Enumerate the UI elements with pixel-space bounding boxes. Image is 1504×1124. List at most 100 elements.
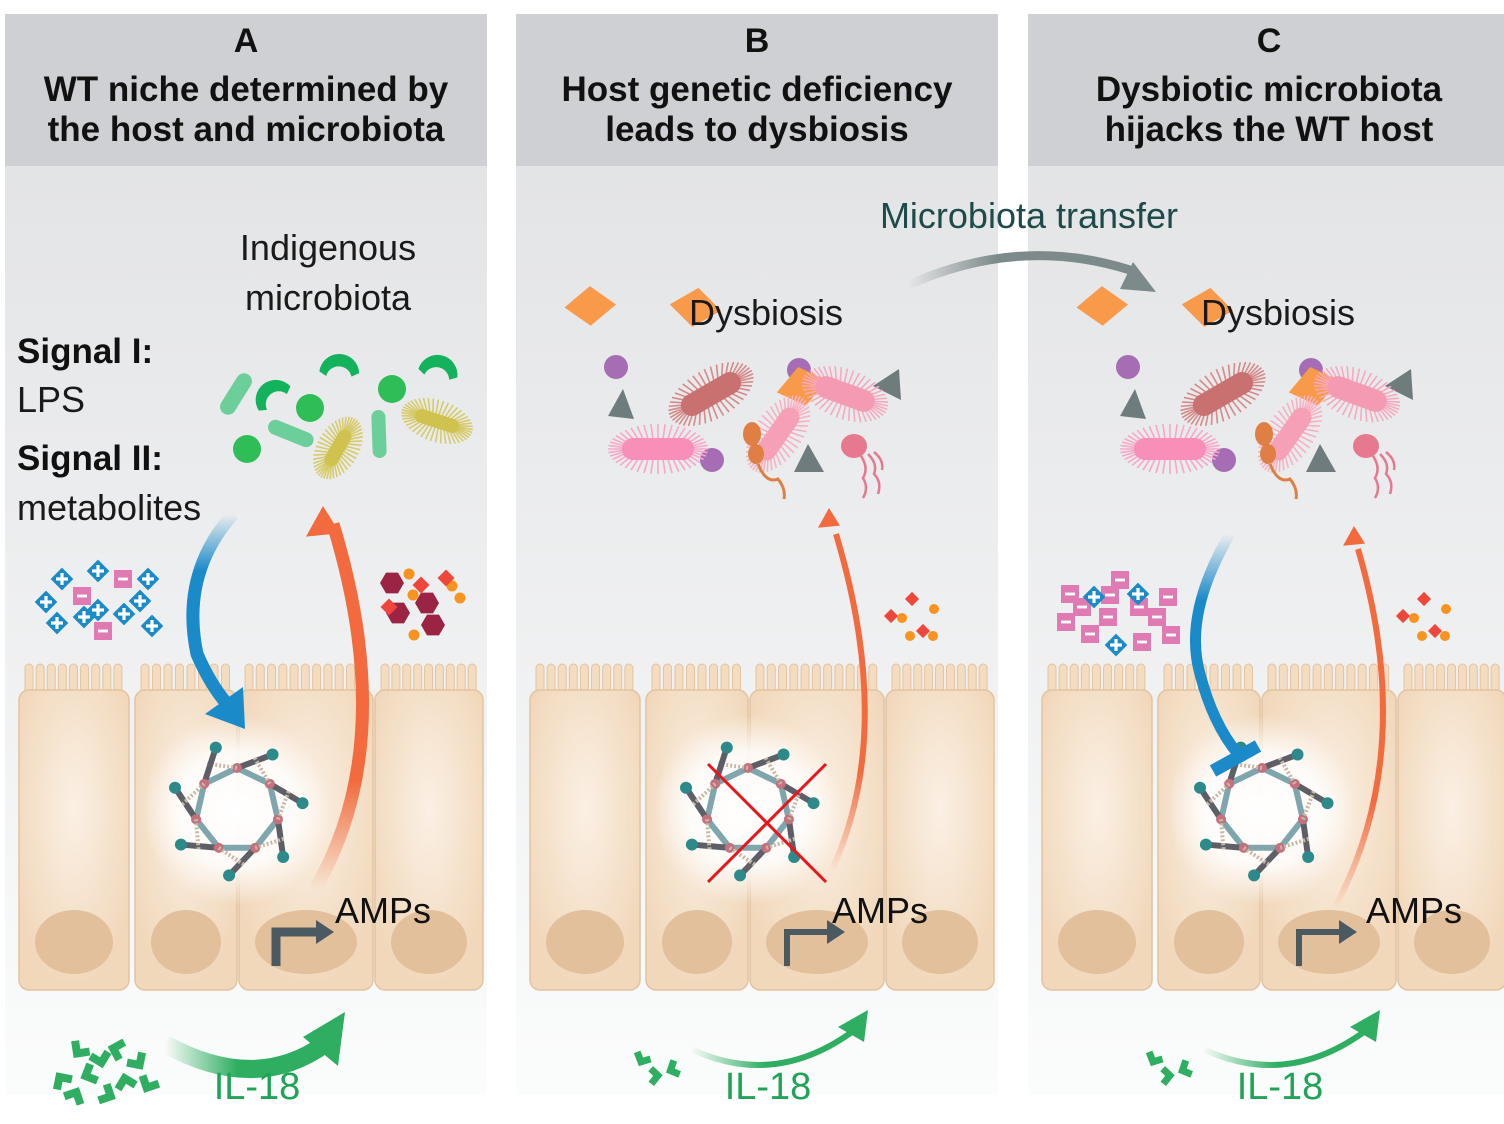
- metabolite-cluster-right: [1395, 591, 1451, 641]
- pro-il18-fragment-icon: [88, 1049, 112, 1069]
- pro-il18-fragment-icon: [633, 1050, 652, 1067]
- bacterium-icon: [1313, 365, 1401, 423]
- spirochete-bacterium-icon: [1255, 422, 1298, 500]
- minus-square-icon: [1111, 571, 1129, 589]
- nucleus: [391, 910, 467, 974]
- nucleus: [662, 910, 732, 974]
- panel-header: [1028, 14, 1504, 166]
- crescent-bacterium-icon: [319, 353, 360, 377]
- microbiota-label-line-2: microbiota: [245, 277, 412, 318]
- epithelial-cell: [1041, 663, 1153, 991]
- gray-triangle-icon: [794, 444, 824, 472]
- orange-dot-metabolite-icon: [929, 604, 939, 614]
- purple-cocci-icon: [700, 448, 724, 472]
- minus-square-icon: [1101, 586, 1119, 604]
- signal-1-value: LPS: [17, 379, 85, 420]
- rod-bacterium-icon: [371, 410, 387, 458]
- amp-secretion-arrow: [818, 508, 868, 874]
- cell-body: [18, 689, 130, 991]
- inflammasome-icon: [169, 741, 309, 882]
- orange-dot-metabolite-icon: [454, 592, 466, 604]
- bacterium-icon: [312, 416, 364, 480]
- cell-body: [1041, 689, 1153, 991]
- nucleus: [1414, 910, 1490, 974]
- epithelial-cell: [374, 663, 484, 991]
- bacterium-icon: [401, 397, 473, 445]
- signal-activation-arrow: [186, 509, 245, 729]
- il18-arrow: [1201, 1010, 1380, 1068]
- minus-square-icon: [1148, 608, 1166, 626]
- pro-il18-fragment-icon: [114, 1072, 138, 1092]
- orange-dot-metabolite-icon: [897, 613, 907, 623]
- spirochete-bacterium-icon: [743, 422, 786, 500]
- flagellate-bacterium-icon: [1353, 434, 1396, 499]
- inflammasome-glow: [1167, 715, 1357, 905]
- microbiota-transfer-label: Microbiota transfer: [880, 195, 1178, 236]
- epithelial-cell: [1397, 663, 1504, 991]
- orange-diamond-icon: [1076, 286, 1129, 326]
- panel-header: [5, 14, 487, 166]
- orange-dot-metabolite-icon: [1441, 604, 1451, 614]
- amp-secretion-arrow: [1331, 526, 1386, 911]
- bacterium-icon: [668, 361, 754, 427]
- orange-diamond-icon: [564, 286, 617, 326]
- flagellate-bacterium-icon: [841, 434, 884, 499]
- bacterium-icon: [1120, 424, 1220, 474]
- panel-title-line-1: Host genetic deficiency: [562, 70, 953, 109]
- bacterium-icon: [608, 424, 708, 474]
- nucleus: [1174, 910, 1244, 974]
- hexagon-metabolite-icon: [380, 572, 404, 594]
- signal-1-label: Signal I:: [17, 332, 153, 371]
- pro-il18-fragment-icon: [1160, 1066, 1175, 1086]
- pro-il18-fragment-icon: [107, 1038, 127, 1062]
- orange-dot-metabolite-icon: [1440, 631, 1450, 641]
- panel-title-line-1: WT niche determined by: [44, 70, 449, 109]
- cell-body: [1397, 689, 1504, 991]
- pro-il18-cluster: [52, 1038, 161, 1106]
- minus-square-icon: [1099, 608, 1117, 626]
- red-diamond-metabolite-icon: [915, 623, 931, 639]
- red-diamond-metabolite-icon: [904, 591, 920, 607]
- microbiota-label-line-1: Indigenous: [240, 227, 416, 268]
- metabolite-cluster-right: [883, 591, 939, 641]
- hexagon-metabolite-icon: [415, 592, 439, 614]
- crescent-bacterium-icon: [418, 354, 458, 380]
- pro-il18-fragment-icon: [138, 1074, 161, 1093]
- rod-bacterium-icon: [220, 373, 252, 415]
- gray-triangle-icon: [608, 389, 634, 419]
- inflammasome-glow: [653, 715, 843, 905]
- cell-body: [885, 689, 995, 991]
- minus-square-icon: [1081, 625, 1099, 643]
- il18-label: IL-18: [1237, 1066, 1324, 1108]
- minus-square-icon: [1057, 613, 1075, 631]
- cocci-bacterium-icon: [233, 435, 261, 463]
- pro-il18-fragment-icon: [1178, 1059, 1193, 1078]
- red-diamond-metabolite-icon: [412, 576, 430, 594]
- pro-il18-cluster: [633, 1050, 681, 1086]
- inflammasome-icon: [680, 741, 820, 882]
- signal-inhibition-arrow: [1190, 531, 1262, 777]
- panel-title-line-1: Dysbiotic microbiota: [1096, 70, 1443, 109]
- rod-bacterium-icon: [268, 419, 314, 448]
- panel-header: [516, 14, 998, 166]
- cocci-bacterium-icon: [378, 375, 406, 403]
- purple-cocci-icon: [604, 355, 628, 379]
- nucleus: [766, 910, 868, 974]
- nucleus: [902, 910, 978, 974]
- epithelial-cell: [18, 663, 130, 991]
- pro-il18-fragment-icon: [80, 1062, 99, 1085]
- red-diamond-metabolite-icon: [380, 598, 398, 616]
- il18-label: IL-18: [725, 1066, 812, 1108]
- panel-letter: C: [1257, 22, 1282, 60]
- orange-dot-metabolite-icon: [1409, 613, 1419, 623]
- pro-il18-fragment-icon: [62, 1087, 85, 1106]
- pro-il18-fragment-icon: [1145, 1050, 1164, 1067]
- panel-title-line-2: the host and microbiota: [48, 110, 445, 149]
- amp-secretion-arrow: [306, 506, 370, 893]
- dysbiosis-label: Dysbiosis: [689, 292, 843, 333]
- pro-il18-cluster: [1145, 1050, 1193, 1086]
- minus-square-icon: [1162, 626, 1180, 644]
- orange-dot-metabolite-icon: [446, 580, 458, 592]
- nucleus: [546, 910, 624, 974]
